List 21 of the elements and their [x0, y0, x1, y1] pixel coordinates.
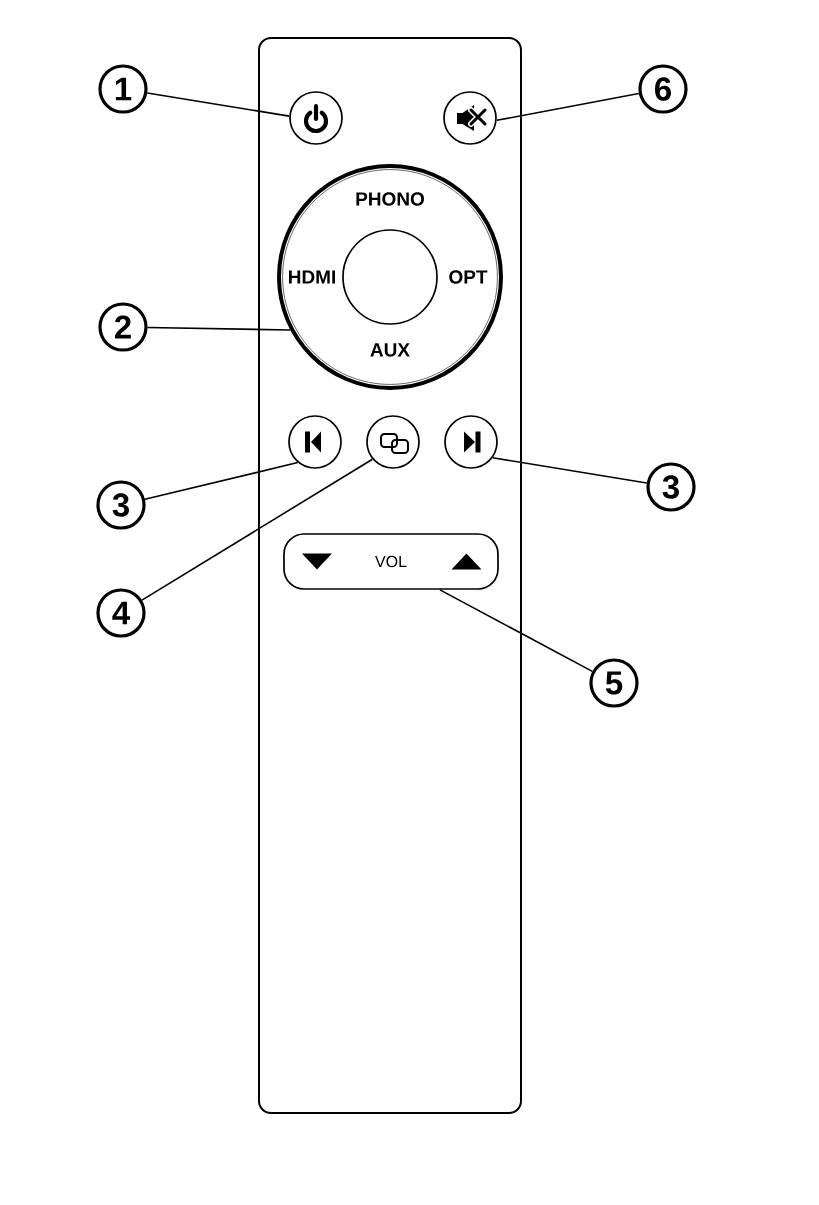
callout-number: 3	[96, 480, 146, 530]
volume-button: VOL	[283, 533, 499, 590]
leader-line	[144, 461, 299, 501]
leader-line	[146, 326, 292, 331]
leader-line	[439, 589, 594, 673]
callout-number: 1	[98, 64, 148, 114]
remote-body	[258, 37, 522, 1114]
round-button	[342, 229, 438, 325]
leader-line	[146, 92, 291, 117]
callout-number: 4	[96, 588, 146, 638]
source-label: PHONO	[356, 192, 424, 206]
leader-line	[495, 92, 640, 122]
source-label: HDMI	[289, 270, 335, 284]
source-label: AUX	[370, 343, 410, 357]
callout-number: 6	[638, 64, 688, 114]
callout-number: 2	[98, 302, 148, 352]
leader-line	[141, 458, 374, 601]
callout-number: 3	[646, 462, 696, 512]
leader-line	[491, 456, 648, 484]
source-label: OPT	[449, 270, 488, 284]
callout-number: 5	[589, 658, 639, 708]
